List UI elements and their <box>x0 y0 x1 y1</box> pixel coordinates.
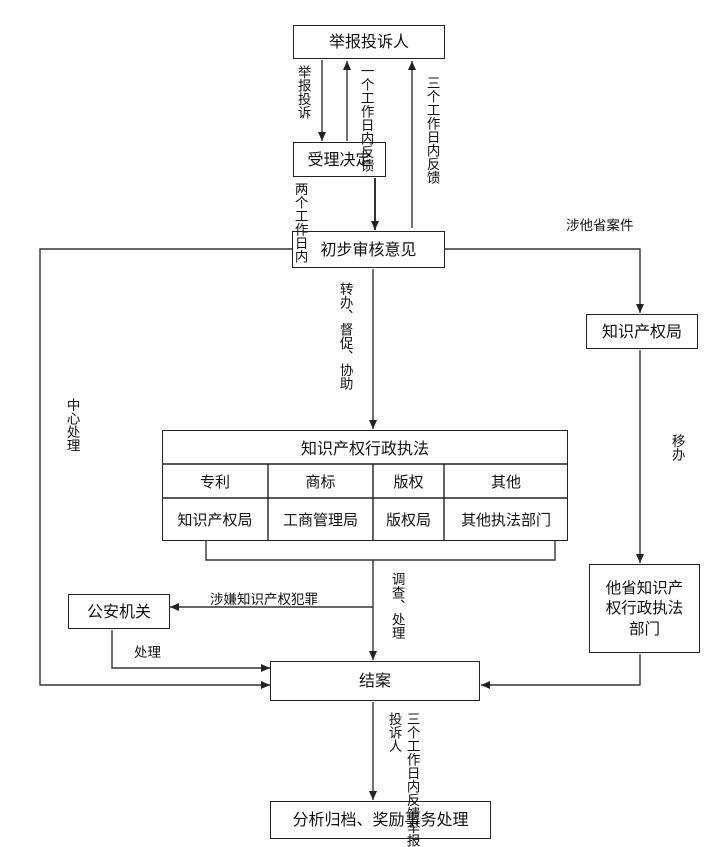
header-copyright: 版权 <box>393 472 424 491</box>
label-transfer: 移办 <box>668 434 685 461</box>
other-province-label: 他省知识产权行政执法部门 <box>605 579 684 638</box>
initial-review-box: 初步审核意见 <box>292 231 445 268</box>
dept-ipo: 知识产权局 <box>177 511 253 529</box>
label-investigate: 调查、处理 <box>388 572 405 640</box>
close-case-box: 结案 <box>270 661 480 701</box>
arrow-review-to-ipo <box>444 248 644 313</box>
ipo-box: 知识产权局 <box>586 314 698 349</box>
ipo-label: 知识产权局 <box>601 321 682 341</box>
dept-copyright: 版权局 <box>385 511 431 529</box>
label-other-province-case: 涉他省案件 <box>566 218 634 234</box>
header-patent: 专利 <box>199 472 230 491</box>
label-feedback-three-days: 三个工作日内反馈 <box>423 76 440 184</box>
label-center-handle: 中心处理 <box>63 398 80 452</box>
arrow-police-to-close <box>111 630 270 672</box>
enforcement-title: 知识产权行政执法 <box>300 439 429 458</box>
arrow-other-province-to-close <box>481 654 641 689</box>
label-report-complaint: 举报投诉 <box>294 65 311 119</box>
label-handle: 处理 <box>134 645 161 661</box>
header-other: 其他 <box>490 472 521 491</box>
enforcement-bracket <box>205 541 556 561</box>
reporter-box: 举报投诉人 <box>293 25 445 59</box>
accept-decision-box: 受理决定 <box>293 142 386 177</box>
reporter-label: 举报投诉人 <box>328 32 409 51</box>
dept-aic: 工商管理局 <box>282 511 358 529</box>
archive-box: 分析归档、奖励事务处理 <box>270 801 491 839</box>
close-case-label: 结案 <box>358 671 391 690</box>
label-suspected-crime: 涉嫌知识产权犯罪 <box>210 592 318 608</box>
other-province-box: 他省知识产权行政执法部门 <box>589 564 700 653</box>
enforcement-table <box>162 430 568 541</box>
label-feedback-reporter: 三个工作日内反馈举报 <box>403 712 420 847</box>
label-to-reporter: 投诉人 <box>385 712 402 753</box>
accept-decision-label: 受理决定 <box>307 149 372 169</box>
police-box: 公安机关 <box>68 594 170 629</box>
dept-other: 其他执法部门 <box>460 511 551 529</box>
label-two-workdays: 两个工作日内 <box>291 182 308 263</box>
label-transfer-supervise: 转办、督促、协助 <box>336 282 353 390</box>
label-feedback-one-day: 一个工作日内反馈 <box>357 64 374 172</box>
archive-label: 分析归档、奖励事务处理 <box>292 810 469 829</box>
header-trademark: 商标 <box>305 472 336 491</box>
police-label: 公安机关 <box>86 601 151 621</box>
initial-review-label: 初步审核意见 <box>320 239 417 259</box>
arrow-center-handle <box>39 248 292 689</box>
